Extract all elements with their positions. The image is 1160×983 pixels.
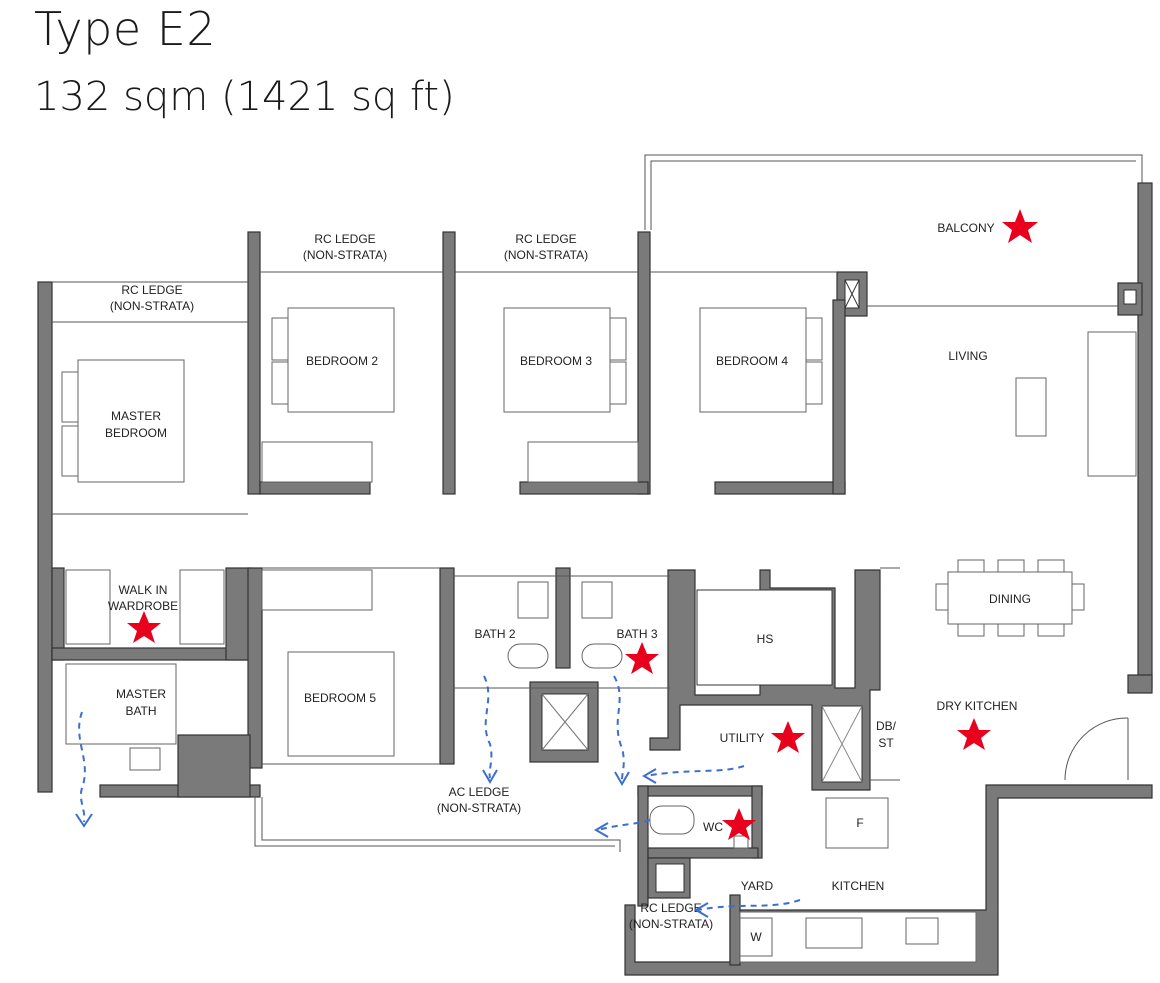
rc-ledge-label-1a: RC LEDGE [314,232,375,246]
master-bedroom-label-b: BEDROOM [105,426,167,440]
rc-ledge-label-3b: (NON-STRATA) [110,299,194,313]
walk-in-label-b: WARDROBE [108,599,178,613]
bedroom3-label: BEDROOM 3 [520,354,592,368]
star-icon [957,718,991,750]
entrance-door [1064,717,1129,781]
star-icon [1002,209,1038,243]
bedroom4-label: BEDROOM 4 [716,354,788,368]
hs-label: HS [757,632,774,646]
rc-ledge-label-2a: RC LEDGE [515,232,576,246]
kitchen-label: KITCHEN [832,879,885,893]
master-bath-label-b: BATH [125,704,156,718]
yard-label: YARD [741,879,774,893]
rc-ledge-label-3a: RC LEDGE [121,283,182,297]
dry-kitchen-label: DRY KITCHEN [937,699,1018,713]
db-st-label-a: DB/ [876,719,897,733]
bedroom2-label: BEDROOM 2 [306,354,378,368]
highlight-stars [127,209,1038,840]
ac-ledge-label-a: AC LEDGE [449,785,510,799]
rc-ledge-label-2b: (NON-STRATA) [504,248,588,262]
ac-ledge-label-b: (NON-STRATA) [437,801,521,815]
unit-type-title: Type E2 [34,2,217,56]
balcony-outline [644,154,1143,230]
star-icon [771,721,805,753]
star-icon [127,611,161,643]
unit-area-subtitle: 132 sqm (1421 sq ft) [34,74,455,120]
rc-ledge-label-4a: RC LEDGE [640,901,701,915]
furniture [61,307,1137,963]
wc-label: WC [703,820,723,834]
bath3-label: BATH 3 [616,627,657,641]
washer-label: W [750,930,762,944]
star-icon [722,808,756,840]
room-labels: RC LEDGE (NON-STRATA) RC LEDGE (NON-STRA… [105,221,1031,944]
living-label: LIVING [948,349,987,363]
balcony-label: BALCONY [937,221,994,235]
fridge-label: F [856,816,863,830]
interior-lines [52,271,1118,852]
star-icon [625,642,659,674]
master-bedroom-label-a: MASTER [111,409,161,423]
bath2-label: BATH 2 [474,627,515,641]
drainage-arrows [75,675,801,918]
rc-ledge-label-1b: (NON-STRATA) [303,248,387,262]
db-st-label-b: ST [878,736,894,750]
master-bath-label-a: MASTER [116,687,166,701]
dining-label: DINING [989,592,1031,606]
utility-label: UTILITY [720,731,765,745]
rc-ledge-label-4b: (NON-STRATA) [629,917,713,931]
bedroom5-label: BEDROOM 5 [304,691,376,705]
walk-in-label-a: WALK IN [119,583,168,597]
